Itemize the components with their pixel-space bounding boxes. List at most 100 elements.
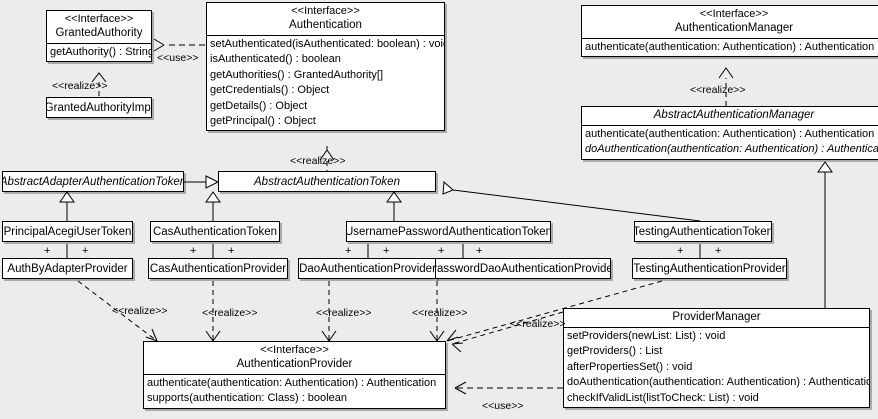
class-abstract-authentication-manager[interactable]: AbstractAuthenticationManager authentica… xyxy=(581,106,878,160)
class-name: ProviderManager xyxy=(672,311,761,323)
method-item: authenticate(authentication: Authenticat… xyxy=(585,128,875,140)
edge-label-realize-auth-by-adapter: <<realize>> xyxy=(112,305,168,317)
method-item: getPrincipal() : Object xyxy=(210,115,316,128)
class-abstract-adapter-authentication-token[interactable]: AbstractAdapterAuthenticationToken xyxy=(2,171,184,192)
edge-authentication-uses-grantedauthority xyxy=(153,38,205,52)
method-item: doAuthentication(authentication: Authent… xyxy=(567,376,870,389)
class-name: PrincipalAcegiUserToken xyxy=(3,225,132,238)
section-divider xyxy=(144,374,445,375)
class-header: <<Interface>> GrantedAuthority xyxy=(47,11,151,43)
multiplicity-marker: + xyxy=(383,245,390,257)
class-password-dao-authentication-provider[interactable]: PasswordDaoAuthenticationProvider xyxy=(435,258,611,279)
class-methods: authenticate(authentication: Authenticat… xyxy=(582,39,878,56)
method-item: authenticate(authentication: Authenticat… xyxy=(147,377,437,389)
class-authentication-manager[interactable]: <<Interface>> AuthenticationManager auth… xyxy=(581,5,878,58)
class-name: AuthenticationManager xyxy=(674,22,794,34)
edge-providermanager-uses-authenticationprovider xyxy=(454,381,563,395)
edge-label-realize-abstract-authentication-token: <<realize>> xyxy=(290,155,346,167)
edge-usernamepasswordtoken-extends-abstractauthenticationtoken xyxy=(386,191,402,221)
class-name: TestingAuthenticationProvider xyxy=(633,262,786,275)
multiplicity-marker: + xyxy=(44,245,51,257)
class-authentication-provider[interactable]: <<Interface>> AuthenticationProvider aut… xyxy=(143,341,446,409)
method-item: setProviders(newList: List) : void xyxy=(567,330,726,342)
edge-principalacegiusertoken-extends-abstractadaptertoken xyxy=(59,191,75,221)
class-stereotype: <<Interface>> xyxy=(260,344,329,356)
class-name: AbstractAdapterAuthenticationToken xyxy=(2,175,184,188)
class-stereotype: <<Interface>> xyxy=(291,5,360,17)
class-authentication[interactable]: <<Interface>> Authentication setAuthenti… xyxy=(206,2,445,132)
method-item: afterPropertiesSet() : void xyxy=(567,360,693,373)
edge-label-realize-granted-authority-impl: <<realize>> xyxy=(52,80,108,92)
class-name: CasAuthenticationProvider xyxy=(149,262,287,275)
section-divider xyxy=(207,35,444,36)
edge-label-use-granted-authority: <<use>> xyxy=(157,52,199,64)
method-item: checkIfValidList(listToCheck: List) : vo… xyxy=(567,391,759,404)
method-item: getAuthorities() : GrantedAuthority[] xyxy=(210,68,384,81)
class-cas-authentication-provider[interactable]: CasAuthenticationProvider xyxy=(148,258,288,279)
class-name: AuthenticationProvider xyxy=(236,358,353,370)
multiplicity-marker: + xyxy=(228,245,235,257)
class-header: <<Interface>> AuthenticationManager xyxy=(582,6,878,38)
class-methods: setAuthenticated(isAuthenticated: boolea… xyxy=(207,36,444,130)
multiplicity-marker: + xyxy=(190,245,197,257)
class-stereotype: <<Interface>> xyxy=(699,8,769,20)
edge-label-realize-authentication-manager: <<realize>> xyxy=(690,84,746,96)
multiplicity-marker: + xyxy=(715,245,722,257)
method-item: setAuthenticated(isAuthenticated: boolea… xyxy=(210,38,445,50)
edge-providermanager-extends-abstractauthenticationmanager xyxy=(817,161,833,308)
section-divider xyxy=(47,43,151,44)
class-provider-manager[interactable]: ProviderManager setProviders(newList: Li… xyxy=(563,308,870,409)
edge-label-realize-dao-provider: <<realize>> xyxy=(316,307,372,319)
multiplicity-marker: + xyxy=(82,245,89,257)
class-principal-acegi-user-token[interactable]: PrincipalAcegiUserToken xyxy=(2,221,133,242)
class-name: TestingAuthenticationToken xyxy=(634,225,772,238)
class-auth-by-adapter-provider[interactable]: AuthByAdapterProvider xyxy=(2,258,133,279)
class-testing-authentication-provider[interactable]: TestingAuthenticationProvider xyxy=(632,258,787,279)
method-item: authenticate(authentication: Authenticat… xyxy=(585,41,875,53)
class-dao-authentication-provider[interactable]: DaoAuthenticationProvider xyxy=(298,258,437,279)
class-methods: setProviders(newList: List) : void getPr… xyxy=(564,328,869,407)
class-header: <<Interface>> Authentication xyxy=(207,3,444,35)
multiplicity-marker: + xyxy=(476,245,483,257)
edge-label-use-provider-manager: <<use>> xyxy=(482,400,524,412)
class-header: AbstractAuthenticationManager xyxy=(582,107,878,125)
class-name: Authentication xyxy=(289,19,362,31)
method-item: getCredentials() : Object xyxy=(210,84,330,97)
class-granted-authority[interactable]: <<Interface>> GrantedAuthority getAuthor… xyxy=(46,10,152,63)
class-methods: authenticate(authentication: Authenticat… xyxy=(582,126,878,159)
class-name: AbstractAuthenticationManager xyxy=(653,109,815,121)
edge-label-realize-password-dao-provider: <<realize>> xyxy=(412,307,468,319)
class-name: GrantedAuthority xyxy=(55,27,143,39)
method-item: doAuthentication(authentication: Authent… xyxy=(585,143,878,156)
section-divider xyxy=(582,38,878,39)
class-methods: getAuthority() : String xyxy=(47,44,151,61)
edge-testingauthenticationtoken-extends-abstractauthenticationtoken xyxy=(442,180,701,222)
class-name: AuthByAdapterProvider xyxy=(7,262,128,275)
method-item: getProviders() : List xyxy=(567,345,663,358)
class-header: <<Interface>> AuthenticationProvider xyxy=(144,342,445,374)
class-name: DaoAuthenticationProvider xyxy=(299,262,436,275)
multiplicity-marker: + xyxy=(677,245,684,257)
class-abstract-authentication-token[interactable]: AbstractAuthenticationToken xyxy=(218,171,436,192)
method-item: getDetails() : Object xyxy=(210,99,308,112)
edge-casauthenticationtoken-extends-abstractauthenticationtoken xyxy=(205,191,221,221)
edge-label-realize-cas-provider: <<realize>> xyxy=(202,307,258,319)
method-item: supports(authentication: Class) : boolea… xyxy=(147,392,347,405)
class-name: GrantedAuthorityImpl xyxy=(46,101,152,114)
class-name: CasAuthenticationToken xyxy=(152,225,278,238)
class-stereotype: <<Interface>> xyxy=(64,13,134,25)
class-username-password-authentication-token[interactable]: UsernamePasswordAuthenticationToken xyxy=(346,221,551,242)
method-item: getAuthority() : String xyxy=(50,46,152,58)
class-header: ProviderManager xyxy=(564,309,869,327)
section-divider xyxy=(582,125,878,126)
class-methods: authenticate(authentication: Authenticat… xyxy=(144,375,445,408)
method-item: isAuthenticated() : boolean xyxy=(210,53,341,66)
class-name: AbstractAuthenticationToken xyxy=(254,175,400,188)
section-divider xyxy=(564,327,869,328)
class-name: UsernamePasswordAuthenticationToken xyxy=(346,225,551,238)
class-granted-authority-impl[interactable]: GrantedAuthorityImpl xyxy=(46,97,152,118)
edge-label-realize-provider-manager: <<realize>> xyxy=(510,318,566,330)
class-testing-authentication-token[interactable]: TestingAuthenticationToken xyxy=(634,221,772,242)
class-cas-authentication-token[interactable]: CasAuthenticationToken xyxy=(150,221,280,242)
